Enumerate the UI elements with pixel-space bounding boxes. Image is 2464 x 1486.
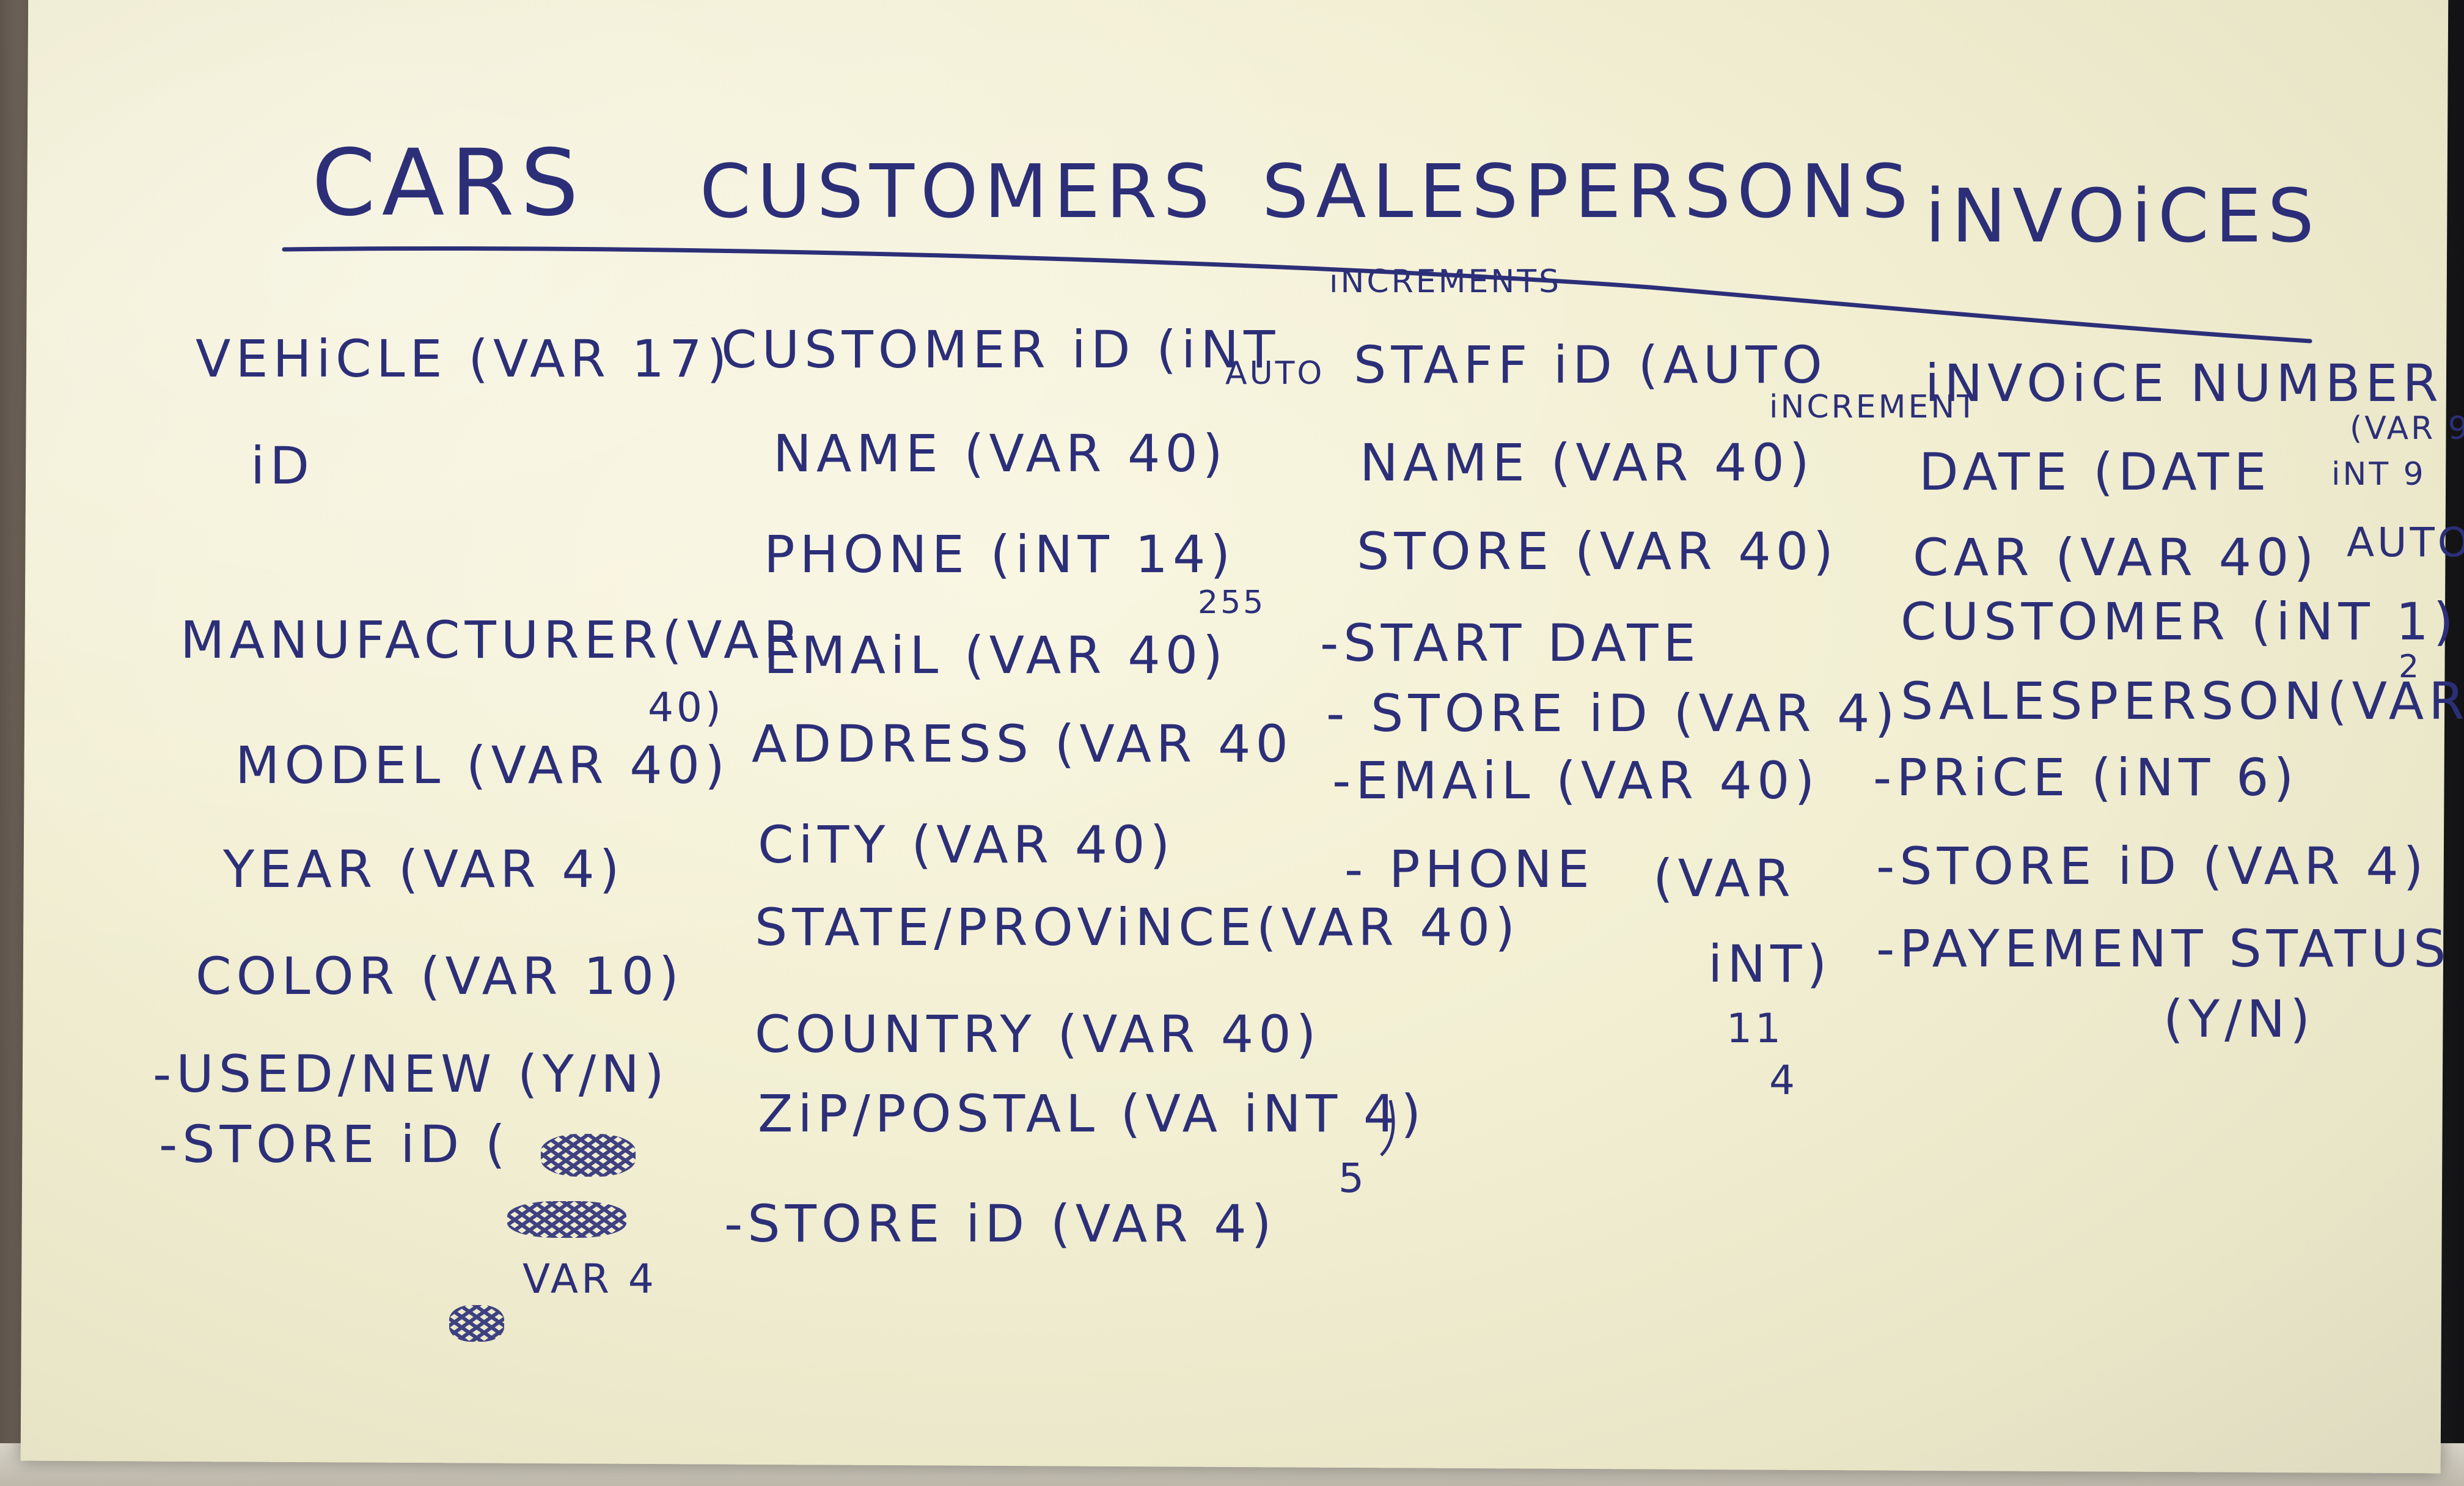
header-underline	[282, 246, 2312, 1157]
